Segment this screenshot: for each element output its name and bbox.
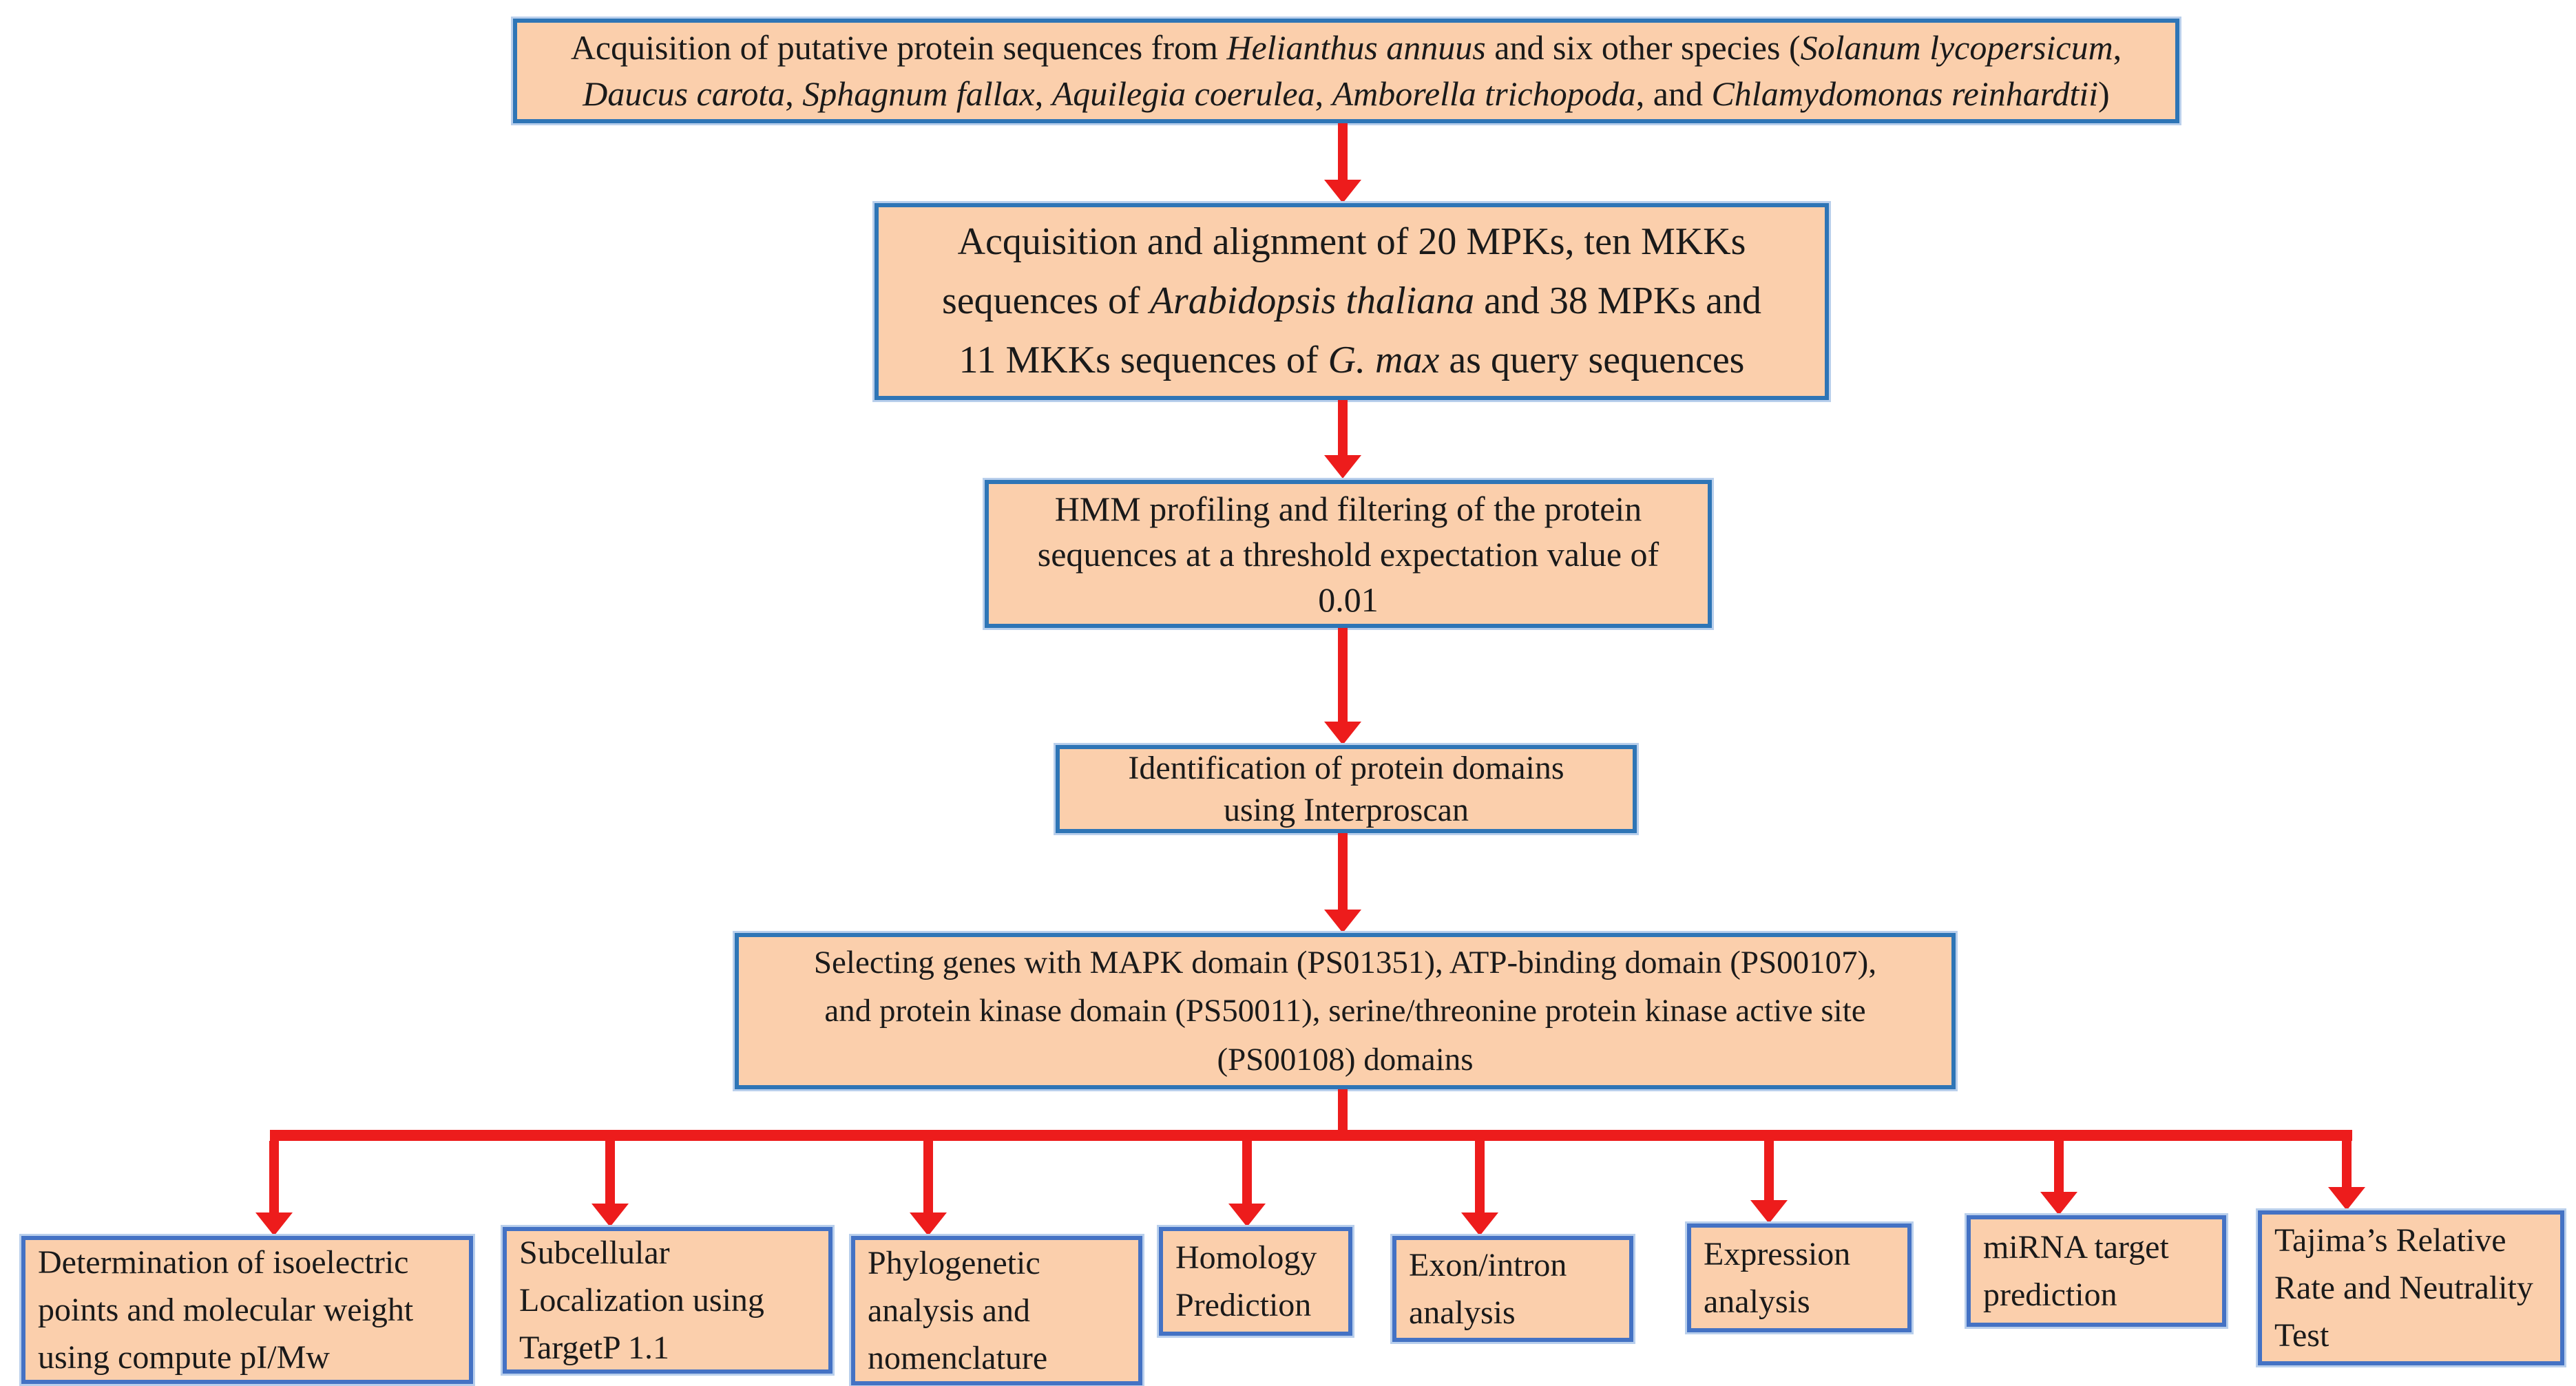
arrow-down-icon [1324,123,1361,203]
arrow-down-icon [1461,1141,1498,1236]
arrow-down-icon [1750,1141,1788,1224]
arrowhead-icon [1461,1212,1498,1236]
arrow-down-icon [1228,1141,1266,1227]
arrowhead-icon [591,1204,629,1227]
arrow-down-icon [910,1141,947,1236]
arrowhead-icon [2328,1187,2365,1210]
arrow-down-icon [1324,833,1361,933]
branch-stem-line [1338,1089,1348,1141]
arrow-down-icon [1324,400,1361,479]
arrowhead-icon [1750,1200,1788,1224]
arrow-down-icon [255,1141,293,1236]
arrowhead-icon [1324,455,1361,479]
arrow-down-icon [2328,1141,2365,1210]
branch-horizontal-line [270,1130,2352,1141]
arrow-down-icon [2040,1141,2077,1215]
arrowhead-icon [1228,1204,1266,1227]
arrowhead-icon [255,1212,293,1236]
arrowhead-icon [2040,1192,2077,1215]
node-gene-selection: Selecting genes with MAPK domain (PS0135… [735,933,1956,1089]
arrowhead-icon [910,1212,947,1236]
node-query-sequences: Acquisition and alignment of 20 MPKs, te… [875,203,1829,400]
node-hmm-profiling: HMM profiling and filtering of the prote… [985,480,1712,628]
arrowhead-icon [1324,910,1361,933]
arrowhead-icon [1324,722,1361,745]
node-acquisition-species: Acquisition of putative protein sequence… [513,19,2179,123]
arrow-down-icon [591,1141,629,1227]
arrowhead-icon [1324,180,1361,203]
arrow-down-icon [1324,628,1361,745]
